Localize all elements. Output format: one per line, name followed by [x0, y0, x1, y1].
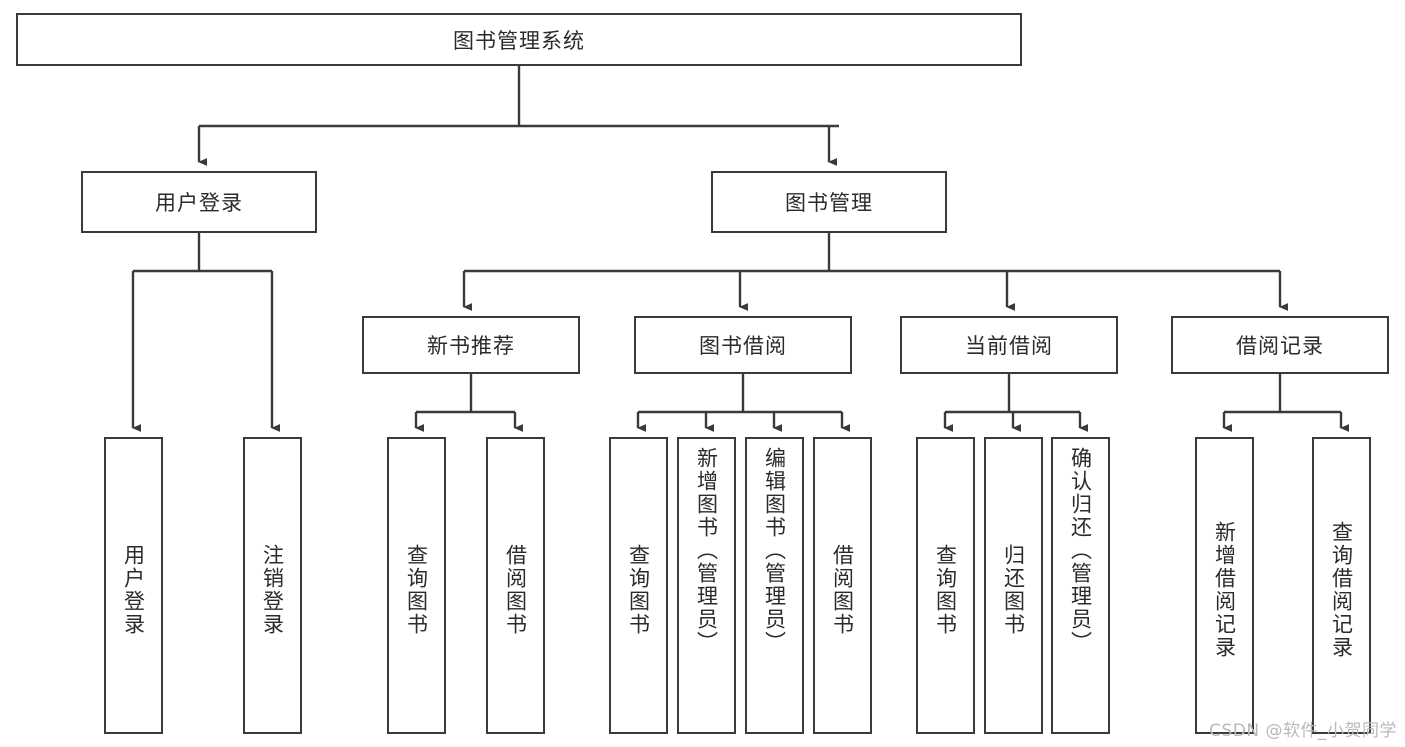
node-leaf-user-login-label: 用户登录	[121, 543, 146, 636]
node-root-label: 图书管理系统	[453, 28, 585, 53]
node-leaf-add-book[interactable]: 新增图书（管理员）	[677, 437, 736, 734]
node-leaf-borrow-book-1[interactable]: 借阅图书	[486, 437, 545, 734]
node-borrow-record-label: 借阅记录	[1236, 334, 1324, 358]
node-new-book-rec-label: 新书推荐	[427, 334, 515, 358]
node-leaf-confirm-return-label: 确认归还（管理员）	[1068, 447, 1093, 654]
node-leaf-query-book-2[interactable]: 查询图书	[609, 437, 668, 734]
node-leaf-return-book[interactable]: 归还图书	[984, 437, 1043, 734]
node-root[interactable]: 图书管理系统	[16, 13, 1022, 66]
node-book-borrow[interactable]: 图书借阅	[634, 316, 852, 374]
node-leaf-user-login[interactable]: 用户登录	[104, 437, 163, 734]
node-leaf-borrow-book-2[interactable]: 借阅图书	[813, 437, 872, 734]
node-book-borrow-label: 图书借阅	[699, 334, 787, 358]
node-leaf-edit-book-label: 编辑图书（管理员）	[762, 447, 787, 654]
node-leaf-query-record[interactable]: 查询借阅记录	[1312, 437, 1371, 734]
node-borrow-record[interactable]: 借阅记录	[1171, 316, 1389, 374]
node-user-login[interactable]: 用户登录	[81, 171, 317, 233]
node-leaf-query-book-1-label: 查询图书	[404, 543, 429, 636]
node-leaf-query-record-label: 查询借阅记录	[1329, 520, 1354, 659]
node-leaf-edit-book[interactable]: 编辑图书（管理员）	[745, 437, 804, 734]
node-leaf-add-book-label: 新增图书（管理员）	[694, 447, 719, 654]
node-book-manage-label: 图书管理	[785, 191, 873, 215]
node-leaf-add-record[interactable]: 新增借阅记录	[1195, 437, 1254, 734]
node-leaf-query-book-1[interactable]: 查询图书	[387, 437, 446, 734]
node-user-login-label: 用户登录	[155, 191, 243, 215]
node-new-book-rec[interactable]: 新书推荐	[362, 316, 580, 374]
node-leaf-query-book-3[interactable]: 查询图书	[916, 437, 975, 734]
node-leaf-query-book-2-label: 查询图书	[626, 543, 651, 636]
watermark-text: CSDN @软件_小贺同学	[1209, 721, 1397, 741]
node-leaf-user-logout-label: 注销登录	[260, 543, 285, 636]
node-leaf-return-book-label: 归还图书	[1001, 543, 1026, 636]
node-leaf-borrow-book-1-label: 借阅图书	[503, 543, 528, 636]
node-current-borrow-label: 当前借阅	[965, 334, 1053, 358]
node-leaf-borrow-book-2-label: 借阅图书	[830, 543, 855, 636]
node-leaf-add-record-label: 新增借阅记录	[1212, 520, 1237, 659]
node-book-manage[interactable]: 图书管理	[711, 171, 947, 233]
node-leaf-query-book-3-label: 查询图书	[933, 543, 958, 636]
node-leaf-confirm-return[interactable]: 确认归还（管理员）	[1051, 437, 1110, 734]
node-current-borrow[interactable]: 当前借阅	[900, 316, 1118, 374]
node-leaf-user-logout[interactable]: 注销登录	[243, 437, 302, 734]
